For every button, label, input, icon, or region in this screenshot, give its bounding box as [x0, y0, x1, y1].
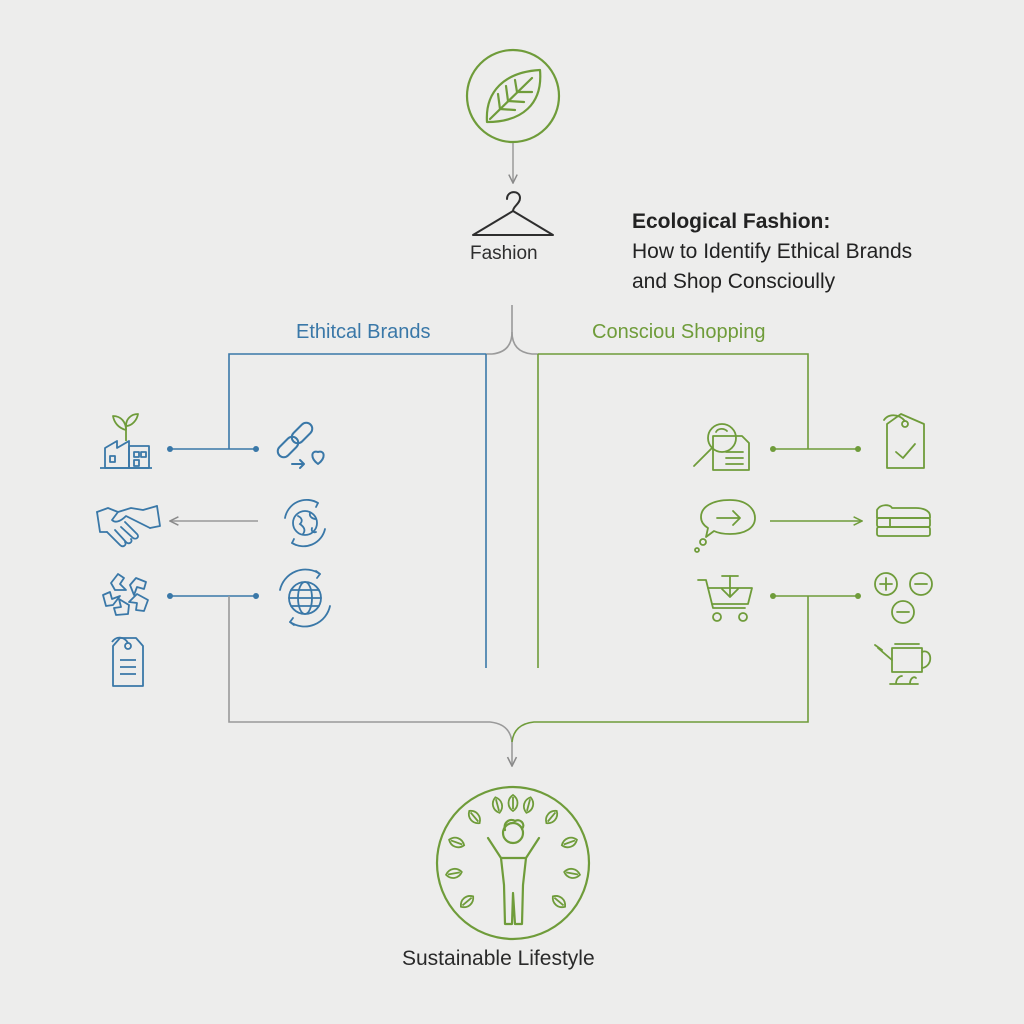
node-dot	[855, 593, 861, 599]
conscious-shopping-lines	[537, 353, 858, 668]
small-leaf-icon	[563, 867, 582, 879]
watering-can-icon	[874, 643, 932, 685]
small-leaf-icon	[545, 810, 559, 825]
small-leaf-icon	[491, 796, 504, 814]
leaf-icon	[465, 48, 561, 144]
node-dot	[167, 446, 173, 452]
title-line-2: How to Identify Ethical Brands	[632, 240, 913, 263]
small-leaf-icon	[522, 796, 535, 814]
folded-clothes-icon	[876, 504, 931, 537]
small-leaf-icon	[551, 895, 566, 909]
small-leaf-icon	[507, 793, 519, 813]
shopping-cart-download-icon	[697, 575, 753, 622]
handshake-icon	[96, 505, 161, 548]
node-dot	[855, 446, 861, 452]
title-bold-line: Ecological Fashion:	[632, 210, 831, 233]
conscious-shopping-label: Consciou Shopping	[592, 321, 766, 343]
title-line-3: and Shop Conscioully	[632, 270, 836, 293]
speech-bubble-arrow-icon	[694, 499, 756, 553]
recycle-arrows-icon	[102, 573, 149, 616]
small-leaf-icon	[460, 895, 475, 909]
chain-link-heart-icon	[276, 421, 325, 469]
node-dot	[253, 593, 259, 599]
leaf-ring	[444, 793, 582, 909]
merge-lines	[228, 596, 809, 766]
node-dot	[167, 593, 173, 599]
diagram-title: Ecological Fashion: How to Identify Ethi…	[632, 207, 912, 297]
fashion-split-bracket	[486, 305, 538, 355]
node-dot	[253, 446, 259, 452]
small-leaf-icon	[448, 836, 466, 849]
ethical-brands-lines	[170, 353, 487, 668]
sustainable-lifestyle-label: Sustainable Lifestyle	[402, 947, 595, 970]
plus-minus-circles-icon	[874, 572, 933, 624]
ethical-brands-label: Ethitcal Brands	[296, 321, 431, 343]
rotating-globe-icon	[284, 498, 326, 548]
info-tag-icon	[111, 636, 144, 687]
node-dot	[770, 593, 776, 599]
small-leaf-icon	[560, 836, 578, 849]
small-leaf-icon	[467, 810, 481, 825]
person-with-leaves-icon	[435, 785, 591, 941]
small-leaf-icon	[444, 867, 463, 879]
node-dot	[770, 446, 776, 452]
magnifier-document-icon	[693, 423, 750, 471]
factory-with-plant-icon	[100, 413, 152, 469]
checked-price-tag-icon	[883, 413, 925, 469]
hanger-icon	[472, 191, 554, 236]
globe-cycle-icon	[279, 568, 331, 628]
fashion-label: Fashion	[470, 243, 538, 264]
